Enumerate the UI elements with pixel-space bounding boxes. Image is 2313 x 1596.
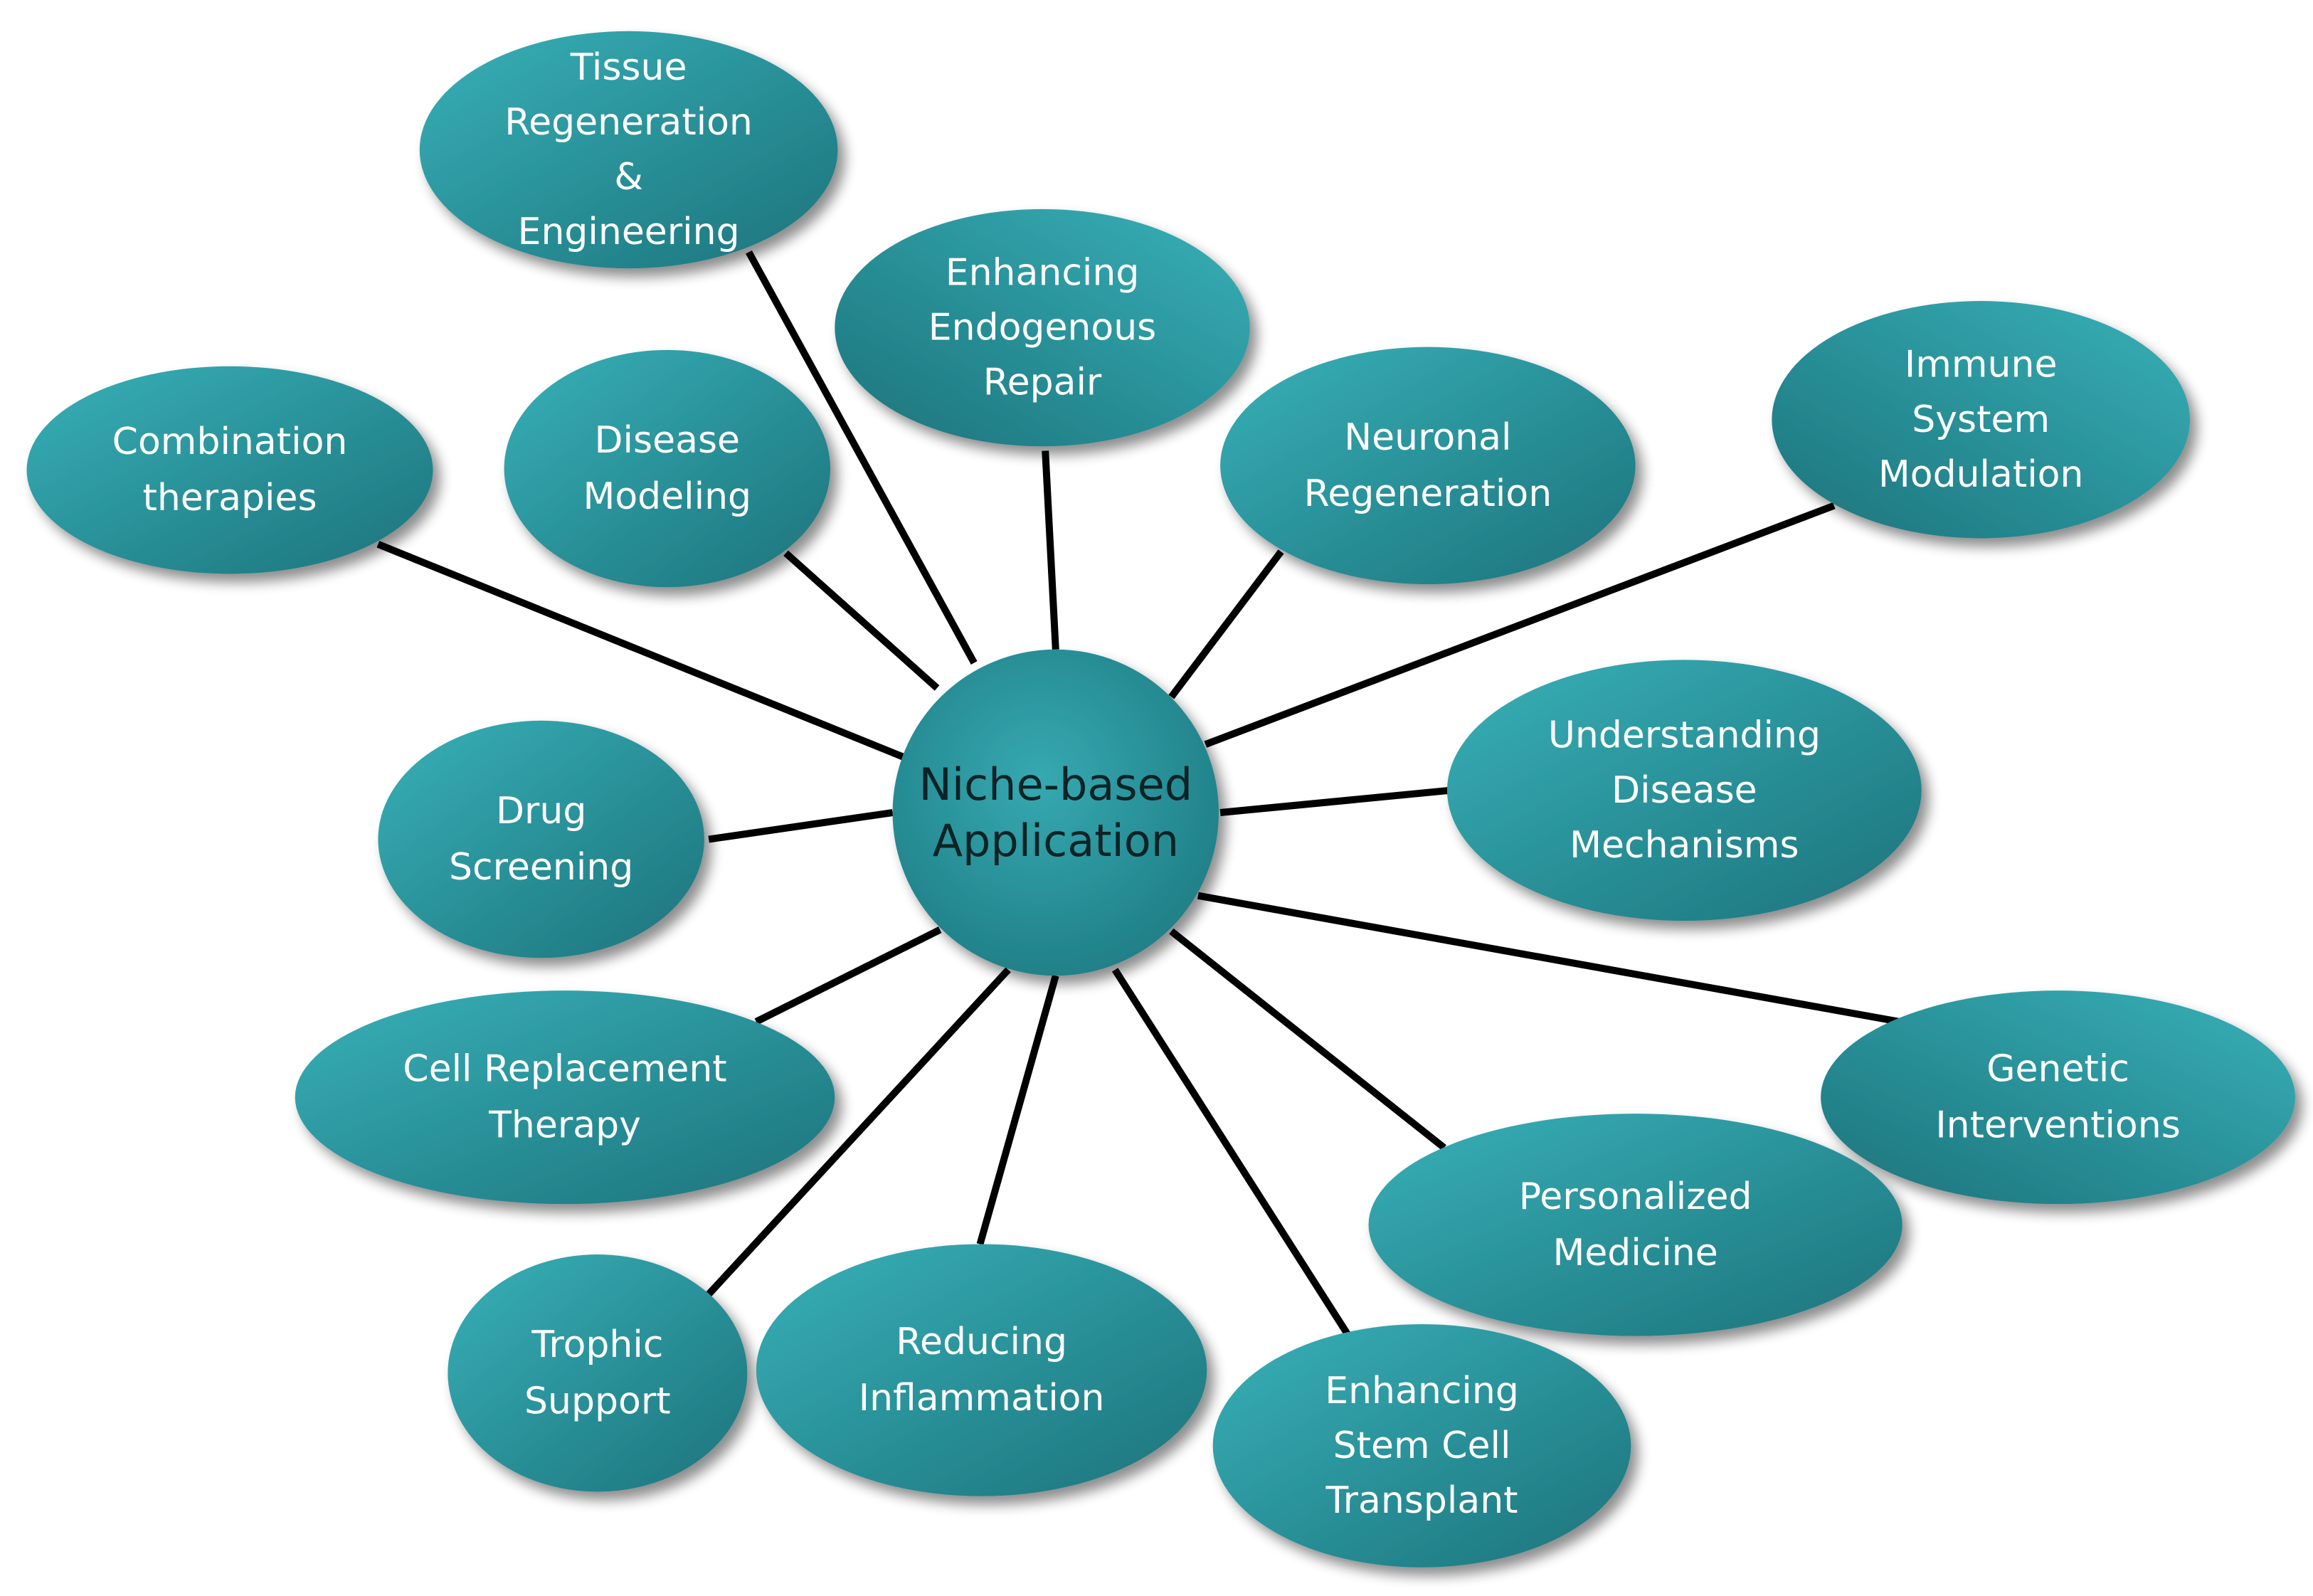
node-stem-cell-label-line: Transplant <box>1325 1479 1518 1522</box>
node-tissue-label-line: Regeneration <box>504 101 753 144</box>
node-combination: Combination therapies <box>26 366 433 574</box>
node-immune-shape <box>1772 301 2191 539</box>
node-endogenous-label-line: Endogenous <box>928 307 1156 349</box>
node-stem-cell-label-line: Enhancing <box>1325 1370 1519 1412</box>
node-combination-label-line: Combination <box>112 421 348 463</box>
node-personalized-label-line: Medicine <box>1552 1232 1717 1274</box>
node-personalized-label-line: Personalized <box>1519 1175 1752 1218</box>
connector-neuronal <box>1168 549 1284 699</box>
node-tissue-label-line: Tissue <box>570 46 687 89</box>
node-immune-label-line: System <box>1912 398 2050 441</box>
node-understanding-label-line: Mechanisms <box>1570 824 1799 867</box>
center-label-line: Niche-based <box>919 759 1192 810</box>
connector-understanding <box>1219 786 1451 816</box>
connector-endogenous <box>1042 450 1059 650</box>
node-cell-replacement-label-line: Therapy <box>488 1104 641 1147</box>
node-inflammation-label-line: Inflammation <box>859 1377 1105 1420</box>
node-drug-label-line: Drug <box>496 790 586 833</box>
node-inflammation-label-line: Reducing <box>896 1321 1067 1363</box>
node-neuronal-label-line: Neuronal <box>1344 416 1511 459</box>
node-genetic-shape <box>1821 990 2295 1205</box>
node-disease-modeling-label-line: Modeling <box>583 475 752 518</box>
node-layer: TissueRegeneration&EngineeringEnhancingE… <box>26 31 2295 1568</box>
node-trophic-label-line: Support <box>524 1380 671 1422</box>
node-disease-modeling-label-line: Disease <box>595 419 741 462</box>
node-immune-label-line: Modulation <box>1878 453 2084 496</box>
node-neuronal-shape <box>1220 347 1636 585</box>
connector-stem-cell <box>1111 968 1351 1337</box>
node-endogenous-shape <box>835 208 1250 447</box>
node-stem-cell-shape <box>1212 1323 1631 1568</box>
connector-genetic <box>1197 892 1900 1025</box>
node-tissue-label-line: Engineering <box>518 211 740 253</box>
node-trophic-label-line: Trophic <box>531 1323 663 1366</box>
connector-cell-replacement <box>754 926 942 1025</box>
node-trophic-shape <box>448 1254 748 1492</box>
node-genetic-label-line: Interventions <box>1935 1104 2180 1147</box>
node-inflammation-shape <box>756 1244 1207 1496</box>
node-endogenous-label-line: Repair <box>983 361 1102 404</box>
connector-combination <box>376 541 911 763</box>
node-neuronal-label-line: Regeneration <box>1304 472 1552 515</box>
node-genetic-label-line: Genetic <box>1986 1048 2129 1091</box>
node-stem-cell-label-line: Stem Cell <box>1333 1425 1511 1467</box>
node-understanding-label-line: Understanding <box>1548 714 1821 757</box>
connector-inflammation <box>976 974 1059 1245</box>
node-cell-replacement-shape <box>295 990 835 1205</box>
center-node-shape <box>892 649 1219 976</box>
node-combination-label-line: therapies <box>142 477 317 519</box>
connector-tissue <box>746 250 978 665</box>
node-tissue-label-line: & <box>614 156 643 199</box>
center-label-line: Application <box>933 815 1179 867</box>
node-immune-label-line: Immune <box>1905 344 2058 386</box>
connector-layer <box>376 250 1900 1337</box>
node-combination-shape <box>26 366 433 574</box>
node-cell-replacement-label-line: Cell Replacement <box>403 1048 726 1091</box>
node-personalized-shape <box>1368 1114 1902 1336</box>
connector-drug <box>708 809 894 843</box>
node-drug-shape <box>378 720 704 958</box>
node-tissue-shape <box>419 31 838 269</box>
node-endogenous-label-line: Enhancing <box>946 251 1140 294</box>
connector-personalized <box>1169 928 1446 1151</box>
connector-immune <box>1204 502 1836 748</box>
node-understanding-label-line: Disease <box>1611 769 1757 812</box>
node-drug-label-line: Screening <box>449 846 633 889</box>
node-disease-modeling-shape <box>504 349 831 588</box>
node-understanding-shape <box>1446 660 1922 921</box>
connector-disease-modeling <box>783 550 940 691</box>
connector-trophic <box>702 967 1011 1301</box>
